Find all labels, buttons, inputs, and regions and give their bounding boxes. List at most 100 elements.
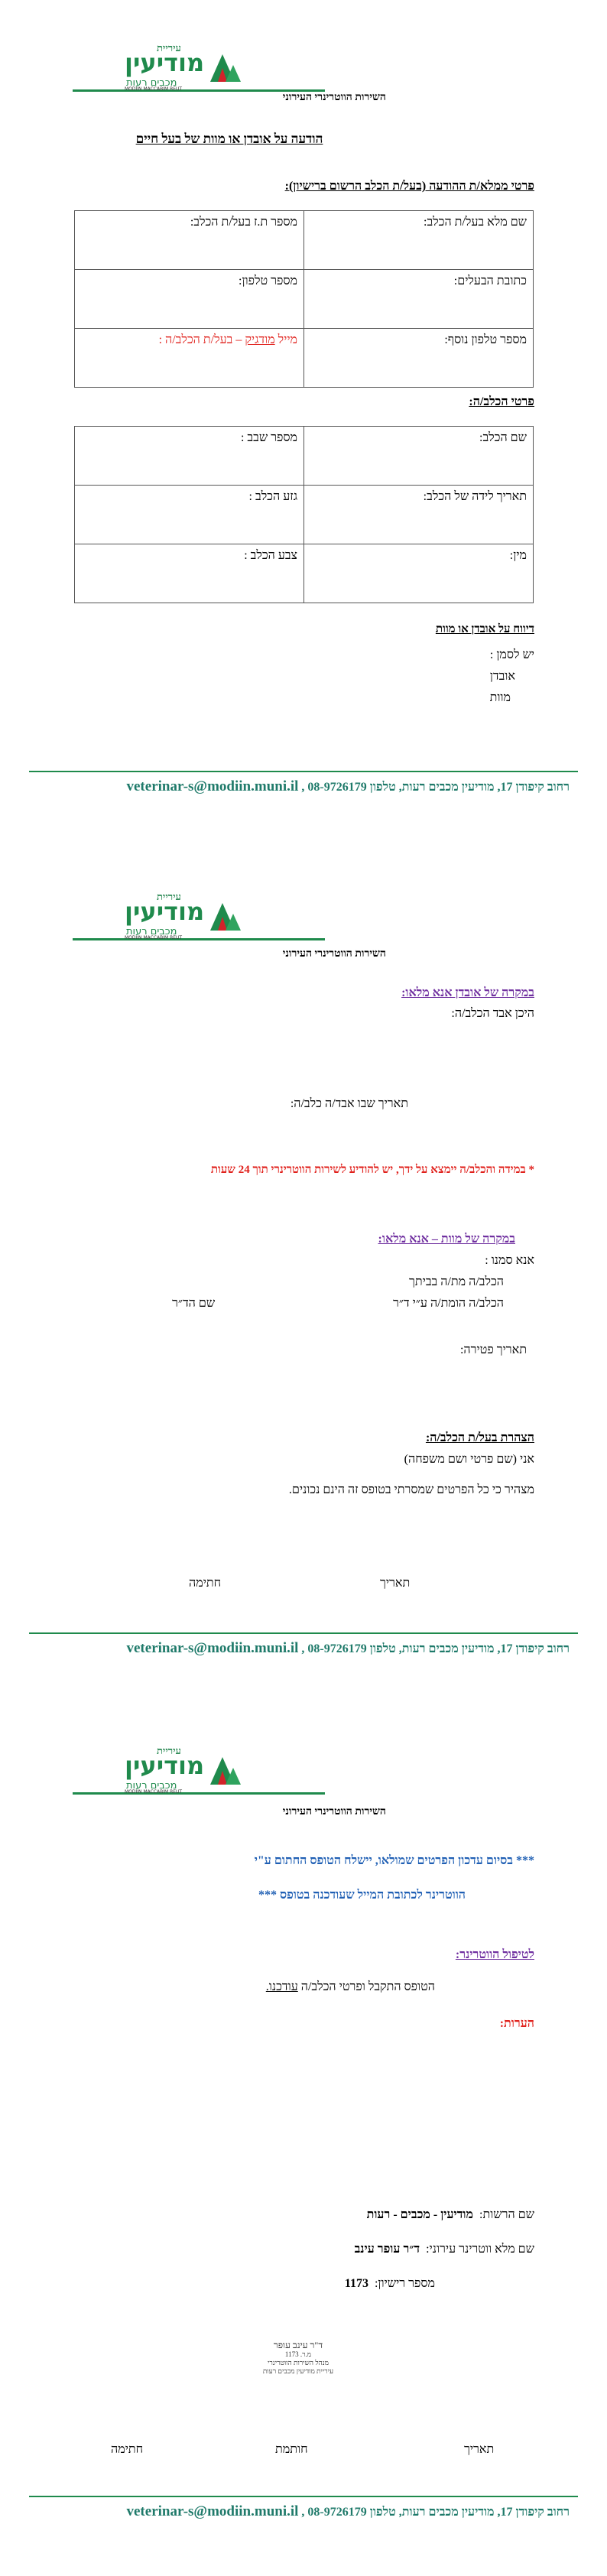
remarks-label: הערות: (499, 2017, 534, 2030)
logo-top-text: עיריית (157, 891, 181, 902)
dog-breed-field[interactable]: גזע הכלב : (74, 485, 304, 544)
dog-section-heading: פרטי הכלב/ה: (469, 395, 534, 408)
footer-email[interactable]: veterinar-s@modiin.muni.il (126, 778, 299, 794)
logo: עיריית מודיעין מכבים רעות MODIIN MACCABI… (73, 42, 325, 96)
logo-english-text: MODIIN MACCABIM REUT (125, 86, 183, 92)
vet-seal-label: חותמת (275, 2443, 308, 2456)
logo-english-text: MODIIN MACCABIM REUT (125, 1789, 183, 1795)
email-link[interactable]: מודגיק (245, 333, 275, 346)
final-note-line1: *** בסיום עדכון הפרטים שמולאו, יישלח הטו… (254, 1854, 534, 1867)
footer: רחוב קיפודן 17, מודיעין מכבים רעות, טלפו… (0, 2503, 570, 2520)
vet-name-label: שם מלא ווטרינר עירוני: (426, 2243, 534, 2256)
logo-mark-icon (210, 54, 241, 82)
logo-main-text: מודיעין (125, 897, 205, 926)
dog-birthdate-field[interactable]: תאריך לידה של הכלב: (304, 485, 534, 544)
owner-phone-field[interactable]: מספר טלפון: (74, 269, 304, 329)
lost-where-label: היכן אבד הכלב/ה: (451, 1007, 534, 1020)
stamp-line: ד"ר עינב עופר (273, 2340, 323, 2350)
received-link: עודכנו. (265, 1980, 298, 1993)
logo-sub-text: מכבים רעות (126, 77, 177, 89)
dog-color-field[interactable]: צבע הכלב : (74, 544, 304, 603)
owner-details-table: שם מלא בעל/ת הכלב: מספר ת.ז בעל/ת הכלב: … (74, 210, 534, 388)
logo-underline (73, 1792, 325, 1795)
lost-heading: במקרה של אובדן אנא מלאו: (401, 986, 534, 999)
owner-section-heading: פרטי ממלא/ת ההודעה (בעל/ת הכלב הרשום ברי… (284, 180, 534, 193)
declaration-signature-label: חתימה (189, 1577, 222, 1590)
death-heading: במקרה של מוות – אנא מלאו: (378, 1233, 515, 1246)
authority-value: מודיעין - מכבים - רעות (366, 2208, 473, 2221)
declaration-heading: הצהרת בעל/ת הכלב/ה: (425, 1431, 534, 1444)
received-prefix: הטופס התקבל ופרטי הכלב/ה (300, 1980, 435, 1993)
footer-address: רחוב קיפודן 17, מודיעין מכבים רעות, טלפו… (301, 2506, 570, 2519)
form-received-text: הטופס התקבל ופרטי הכלב/ה עודכנו. (266, 1980, 435, 1994)
table-row: שם מלא בעל/ת הכלב: מספר ת.ז בעל/ת הכלב: (74, 210, 534, 270)
option-lost[interactable]: אובדן (489, 670, 515, 683)
stamp-line: מ.ר. 1173 (284, 2350, 312, 2358)
logo-sub-text: מכבים רעות (126, 926, 177, 937)
owner-extra-phone-field[interactable]: מספר טלפון נוסף: (304, 328, 534, 388)
dog-chip-field[interactable]: מספר שבב : (74, 426, 304, 486)
final-note-line2: הווטרינר לכתובת המייל שעודכנה בטופס *** (258, 1889, 466, 1902)
logo-top-text: עיריית (157, 1745, 181, 1756)
dog-details-table: שם הכלב: מספר שבב : תאריך לידה של הכלב: … (74, 426, 534, 603)
stamp-line: מנהל השירות הווטרינרי (268, 2359, 329, 2366)
logo-english-text: MODIIN MACCABIM REUT (125, 935, 183, 940)
logo: עיריית מודיעין מכבים רעות MODIIN MACCABI… (73, 1745, 325, 1798)
footer: רחוב קיפודן 17, מודיעין מכבים רעות, טלפו… (0, 778, 570, 795)
dog-name-field[interactable]: שם הכלב: (304, 426, 534, 486)
option-death[interactable]: מוות (489, 691, 511, 704)
logo: עיריית מודיעין מכבים רעות MODIIN MACCABI… (73, 891, 325, 944)
department-name: השירות הווטרינרי העירוני (282, 948, 386, 960)
declaration-text: מצהיר כי כל הפרטים שמסרתי בטופס זה הינם … (288, 1483, 534, 1496)
lost-notice: * במידה והכלב/ה יימצא על ידך, יש להודיע … (210, 1164, 534, 1176)
dog-sex-field[interactable]: מין: (304, 544, 534, 603)
owner-id-field[interactable]: מספר ת.ז בעל/ת הכלב: (74, 210, 304, 270)
footer-address: רחוב קיפודן 17, מודיעין מכבים רעות, טלפו… (301, 781, 570, 794)
logo-underline (73, 938, 325, 940)
vet-section-heading: לטיפול הווטרינר: (455, 1948, 534, 1961)
death-mark-label: אנא סמנו : (485, 1254, 534, 1267)
vet-stamp: ד"ר עינב עופר מ.ר. 1173 מנהל השירות הווט… (229, 2340, 367, 2376)
page-title: הודעה על אובדן או מוות של בעל חיים (135, 132, 323, 146)
department-name: השירות הווטרינרי העירוני (282, 1806, 386, 1817)
declaration-name-line: אני (שם פרטי ושם משפחה) (404, 1453, 534, 1466)
report-mark-label: יש לסמן : (489, 648, 534, 661)
vet-name-value: ד״ר עופר עינב (354, 2243, 420, 2256)
authority-label: שם הרשות: (479, 2208, 534, 2221)
stamp-line: עיריית מודיעין מכבים רעות (262, 2367, 334, 2375)
license-value: 1173 (344, 2277, 368, 2290)
table-row: כתובת הבעלים: מספר טלפון: (74, 269, 534, 329)
vet-signature-label: חתימה (111, 2443, 144, 2456)
logo-mark-icon (210, 1757, 241, 1785)
report-heading: דיווח על אובדן או מוות (435, 623, 534, 635)
table-row: מספר טלפון נוסף: מייל מודגיק – בעל/ת הכל… (74, 328, 534, 388)
doctor-name-label: שם הד״ר (172, 1297, 216, 1310)
authority-row: שם הרשות: מודיעין - מכבים - רעות (367, 2208, 534, 2222)
table-row: מין: צבע הכלב : (74, 544, 534, 603)
vet-date-label: תאריך (464, 2443, 495, 2456)
logo-main-text: מודיעין (125, 1751, 205, 1780)
footer-divider (29, 771, 578, 772)
logo-top-text: עיריית (157, 42, 181, 54)
lost-date-label: תאריך שבו אבד/ה כלב/ה: (290, 1097, 408, 1110)
owner-email-field[interactable]: מייל מודגיק – בעל/ת הכלב/ה : (74, 328, 304, 388)
option-euthanized[interactable]: הכלב/ה הומת/ה ע״י ד״ר (392, 1297, 504, 1310)
death-date-label: תאריך פטירה: (459, 1343, 527, 1356)
email-suffix: – בעל/ת הכלב/ה : (158, 333, 242, 346)
footer-email[interactable]: veterinar-s@modiin.muni.il (126, 2503, 299, 2519)
declaration-date-label: תאריך (380, 1577, 411, 1590)
owner-full-name-field[interactable]: שם מלא בעל/ת הכלב: (304, 210, 534, 270)
footer-email[interactable]: veterinar-s@modiin.muni.il (126, 1640, 299, 1656)
owner-address-field[interactable]: כתובת הבעלים: (304, 269, 534, 329)
footer-address: רחוב קיפודן 17, מודיעין מכבים רעות, טלפו… (301, 1642, 570, 1655)
footer-divider (29, 2496, 578, 2497)
email-prefix: מייל (278, 333, 297, 346)
license-label: מספר רישיון: (374, 2277, 435, 2290)
logo-underline (73, 89, 325, 92)
footer: רחוב קיפודן 17, מודיעין מכבים רעות, טלפו… (0, 1640, 570, 1657)
department-name: השירות הווטרינרי העירוני (282, 92, 386, 103)
option-died-home[interactable]: הכלב/ה מת/ה בביתך (409, 1275, 504, 1288)
license-row: מספר רישיון: 1173 (345, 2277, 435, 2291)
table-row: שם הכלב: מספר שבב : (74, 426, 534, 486)
logo-sub-text: מכבים רעות (126, 1780, 177, 1792)
